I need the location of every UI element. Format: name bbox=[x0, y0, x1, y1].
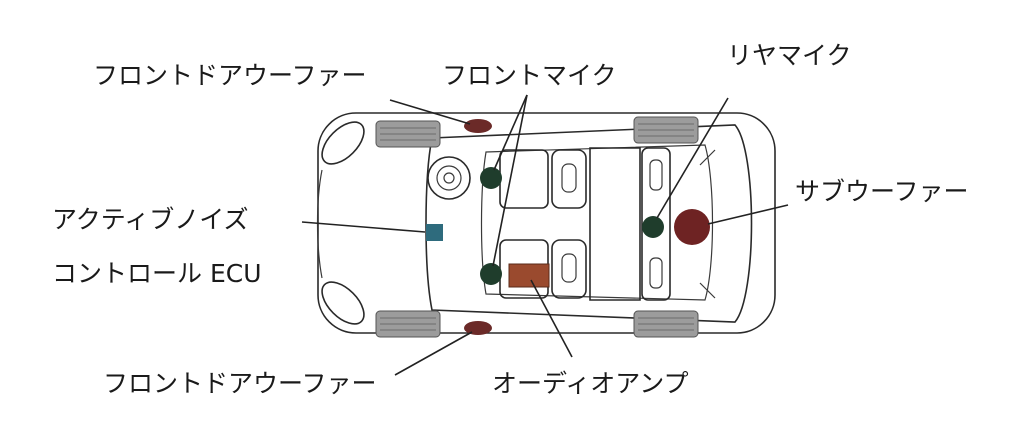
headlight-right bbox=[321, 281, 365, 325]
leader-door-woofer-bottom bbox=[394, 331, 473, 376]
label-front-mic: フロントマイク bbox=[442, 61, 617, 90]
subwoofer bbox=[674, 209, 710, 245]
label-anc-ecu-line2: コントロール ECU bbox=[52, 259, 262, 288]
cabin-outline bbox=[425, 124, 753, 323]
leader-door-woofer-top bbox=[389, 99, 471, 125]
label-front-door-woofer-bottom: フロントドアウーファー bbox=[103, 369, 377, 398]
interior-boundary bbox=[480, 144, 714, 301]
rear-seat-back bbox=[641, 147, 671, 301]
leader-rear-mic bbox=[656, 97, 729, 219]
front-seat-left bbox=[499, 149, 549, 209]
front-mic-upper bbox=[480, 167, 502, 189]
anc-ecu-box bbox=[426, 224, 443, 241]
steering-wheel bbox=[427, 156, 471, 200]
front-door-woofer-top bbox=[464, 119, 492, 133]
leader-lines bbox=[301, 94, 789, 376]
headlight-left bbox=[321, 121, 365, 165]
rear-mic bbox=[642, 216, 664, 238]
label-subwoofer: サブウーファー bbox=[795, 177, 969, 206]
label-front-door-woofer-top: フロントドアウーファー bbox=[93, 61, 367, 90]
leader-subwoofer bbox=[707, 204, 789, 225]
front-seat-right-back bbox=[551, 239, 587, 299]
audio-amp-box bbox=[508, 263, 550, 288]
label-rear-mic: リヤマイク bbox=[727, 41, 852, 70]
leader-audio-amp bbox=[530, 279, 573, 358]
label-audio-amp: オーディオアンプ bbox=[492, 369, 689, 398]
rear-seat-bench bbox=[589, 147, 641, 301]
tires bbox=[375, 116, 699, 338]
front-door-woofer-bottom bbox=[464, 321, 492, 335]
front-mic-lower bbox=[480, 263, 502, 285]
front-seat-left-back bbox=[551, 149, 587, 209]
leader-front-mic-lower bbox=[492, 94, 528, 267]
leader-ecu bbox=[301, 221, 426, 233]
leader-front-mic-upper bbox=[493, 94, 528, 171]
label-anc-ecu-line1: アクティブノイズ bbox=[52, 205, 249, 234]
